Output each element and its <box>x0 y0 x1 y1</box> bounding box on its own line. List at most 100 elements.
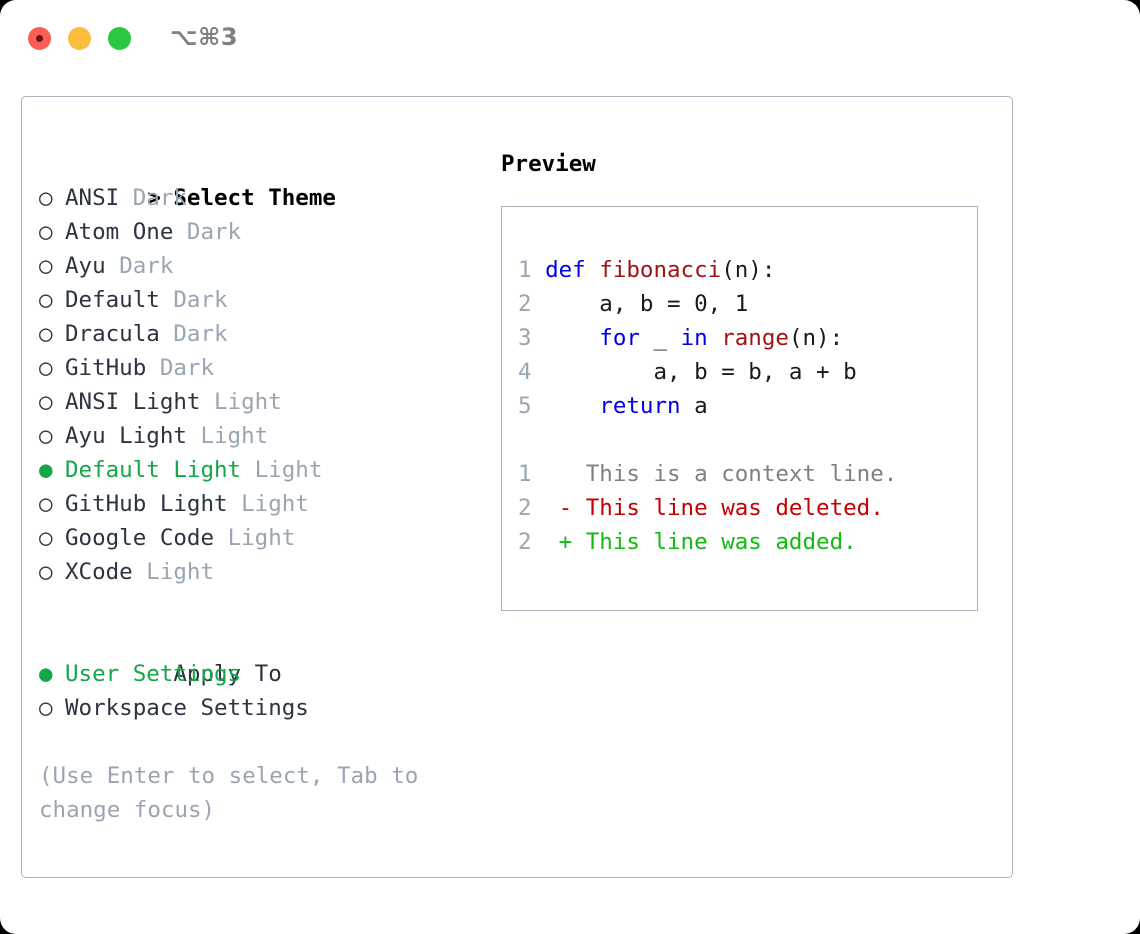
code-token: def <box>545 257 600 283</box>
apply-to-options-list[interactable]: ● User Settings ○ Workspace Settings <box>39 657 469 725</box>
radio-unselected-icon[interactable]: ○ <box>39 525 53 551</box>
theme-option-ansi[interactable]: ○ ANSI Dark <box>39 181 469 215</box>
theme-option-default-light[interactable]: ● Default Light Light <box>39 453 469 487</box>
code-token: return <box>599 393 681 419</box>
close-button[interactable] <box>28 27 51 50</box>
minimize-button[interactable] <box>68 27 91 50</box>
radio-selected-icon[interactable]: ● <box>39 457 53 483</box>
code-token: (n): <box>788 325 844 351</box>
theme-option-label: ANSI Light <box>65 389 215 415</box>
radio-unselected-icon[interactable]: ○ <box>39 219 53 245</box>
radio-unselected-icon[interactable]: ○ <box>39 253 53 279</box>
heading-marker: > <box>147 185 161 211</box>
code-token: fibonacci <box>599 257 722 283</box>
window-title: ⌥⌘3 <box>170 23 239 51</box>
code-token: (n): <box>721 257 776 283</box>
code-line-number: 4 <box>518 359 546 385</box>
theme-option-google-code[interactable]: ○Google Code Light <box>39 521 469 555</box>
theme-option-label: Ayu Light <box>65 423 201 449</box>
theme-option-tag: Dark <box>173 287 228 313</box>
code-line-number: 2 <box>518 495 546 521</box>
theme-option-label: ANSI <box>65 185 133 211</box>
code-line: 5 return a <box>518 389 897 423</box>
theme-option-tag: Light <box>200 423 269 449</box>
radio-unselected-icon[interactable]: ○ <box>39 695 53 721</box>
radio-unselected-icon[interactable]: ○ <box>39 423 53 449</box>
code-line: 1 def fibonacci(n): <box>518 253 897 287</box>
theme-option-ayu[interactable]: ○ Ayu Dark <box>39 249 469 283</box>
theme-option-github[interactable]: ○ GitHub Dark <box>39 351 469 385</box>
radio-unselected-icon[interactable]: ○ <box>39 287 53 313</box>
code-line-number: 1 <box>518 257 546 283</box>
radio-unselected-icon[interactable]: ○ <box>39 491 53 517</box>
diff-line-text: - This line was deleted. <box>545 495 884 521</box>
section-spacer <box>39 589 469 623</box>
radio-selected-icon[interactable]: ● <box>39 661 53 687</box>
code-token <box>545 325 599 351</box>
theme-option-tag: Light <box>241 491 309 517</box>
code-line: 2 a, b = 0, 1 <box>518 287 897 321</box>
code-line-number: 3 <box>518 325 546 351</box>
theme-option-label: GitHub Light <box>65 491 242 517</box>
theme-list-column: > Select Theme ○ ANSI Dark ○ Atom One Dark ○ A… <box>39 147 469 827</box>
code-token: range <box>721 325 789 351</box>
code-line: 4 a, b = b, a + b <box>518 355 897 389</box>
theme-option-label: Default Light <box>65 457 255 483</box>
theme-option-default[interactable]: ○ Default Dark <box>39 283 469 317</box>
title-bar: ⌥⌘3 <box>0 0 1140 78</box>
theme-option-tag: Light <box>254 457 323 483</box>
theme-option-github-light[interactable]: ○ GitHub Light Light <box>39 487 469 521</box>
code-token: in <box>680 325 708 351</box>
code-token: a, b = 0, 1 <box>545 291 749 317</box>
apply-to-option-user-settings[interactable]: ● User Settings <box>39 657 469 691</box>
theme-option-tag: Dark <box>173 321 228 347</box>
theme-option-tag: Light <box>227 525 296 551</box>
theme-option-ansi-light[interactable]: ○ ANSI Light Light <box>39 385 469 419</box>
radio-unselected-icon[interactable]: ○ <box>39 321 53 347</box>
theme-option-label: Ayu <box>65 253 120 279</box>
apply-to-heading: Apply To <box>39 623 469 687</box>
code-line-number: 5 <box>518 393 546 419</box>
theme-option-label: Default <box>65 287 174 313</box>
theme-list-heading: > Select Theme <box>39 147 469 211</box>
apply-to-heading-label: Apply To <box>173 661 282 687</box>
theme-list-heading-label: Select Theme <box>173 185 336 211</box>
theme-option-tag: Dark <box>186 219 242 245</box>
theme-option-tag: Light <box>214 389 282 415</box>
code-token: for <box>599 325 640 351</box>
apply-to-option-workspace-settings[interactable]: ○ Workspace Settings <box>39 691 469 725</box>
keyboard-hint: (Use Enter to select, Tab to change focu… <box>39 763 419 823</box>
radio-unselected-icon[interactable]: ○ <box>39 559 53 585</box>
theme-option-label: GitHub <box>65 355 160 381</box>
diff-line-text: + This line was added. <box>545 529 857 555</box>
theme-option-label: Atom One <box>65 219 187 245</box>
theme-option-tag: Dark <box>119 253 174 279</box>
apply-to-option-label: User Settings <box>65 661 242 687</box>
preview-heading: Preview <box>501 151 596 177</box>
theme-option-tag: Dark <box>132 185 187 211</box>
theme-option-label: XCode <box>65 559 147 585</box>
radio-unselected-icon[interactable]: ○ <box>39 355 53 381</box>
preview-column: Preview 1 def fibonacci(n):2 a, b = 0, 1… <box>501 147 991 611</box>
code-token: a, b = b, a + b <box>545 359 857 385</box>
theme-option-ayu-light[interactable]: ○ Ayu Light Light <box>39 419 469 453</box>
code-line-number: 1 <box>518 461 546 487</box>
radio-unselected-icon[interactable]: ○ <box>39 389 53 415</box>
diff-line-text: This is a context line. <box>545 461 898 487</box>
radio-unselected-icon[interactable]: ○ <box>39 185 53 211</box>
diff-line: 1 This is a context line. <box>518 457 897 491</box>
theme-options-list[interactable]: ○ ANSI Dark ○ Atom One Dark ○ Ayu Dark ○ Defaul… <box>39 181 469 589</box>
maximize-button[interactable] <box>108 27 131 50</box>
diff-line: 2 - This line was deleted. <box>518 491 897 525</box>
theme-option-atom-one[interactable]: ○ Atom One Dark <box>39 215 469 249</box>
apply-to-option-label: Workspace Settings <box>65 695 309 721</box>
code-line-number: 2 <box>518 291 546 317</box>
code-token <box>708 325 722 351</box>
code-token: a <box>680 393 708 419</box>
code-line-number: 2 <box>518 529 546 555</box>
theme-option-dracula[interactable]: ○Dracula Dark <box>39 317 469 351</box>
theme-option-xcode[interactable]: ○XCode Light <box>39 555 469 589</box>
theme-option-tag: Dark <box>159 355 215 381</box>
